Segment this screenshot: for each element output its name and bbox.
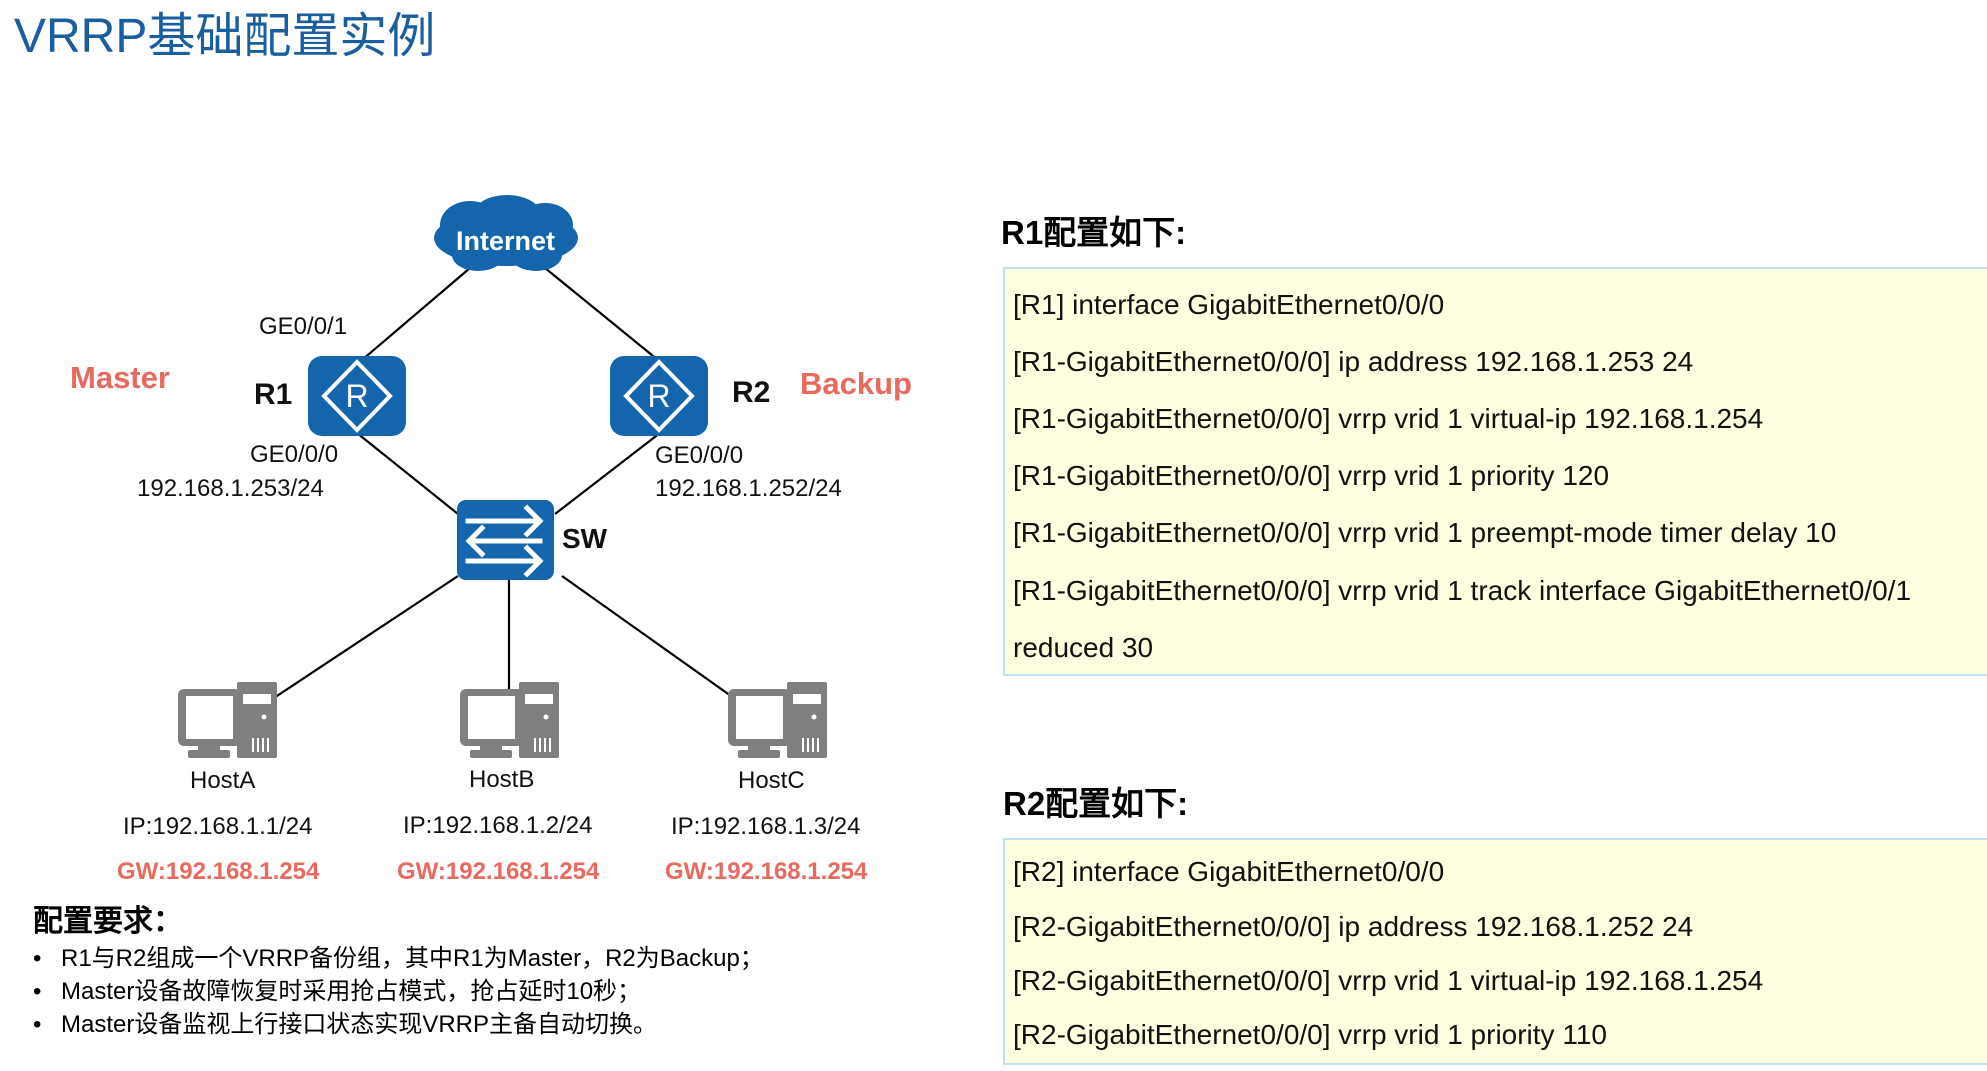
config-line: [R2-GigabitEthernet0/0/0] vrrp vrid 1 pr…	[1013, 1019, 1607, 1050]
config-line: [R1] interface GigabitEthernet0/0/0	[1013, 289, 1445, 320]
host-a-gateway: GW:192.168.1.254	[117, 858, 320, 885]
router-r1-icon[interactable]: R	[308, 356, 406, 436]
svg-text:R: R	[647, 378, 670, 414]
r2-name-label: R2	[732, 376, 771, 409]
requirement-text: Master设备故障恢复时采用抢占模式，抢占延时10秒；	[61, 978, 642, 1005]
config-line: [R1-GigabitEthernet0/0/0] vrrp vrid 1 vi…	[1013, 403, 1764, 434]
host-c-name: HostC	[738, 767, 805, 794]
requirement-text: R1与R2组成一个VRRP备份组，其中R1为Master，R2为Backup；	[61, 945, 764, 972]
config-line: [R2-GigabitEthernet0/0/0] vrrp vrid 1 vi…	[1013, 965, 1764, 996]
config-line: [R1-GigabitEthernet0/0/0] vrrp vrid 1 tr…	[1013, 575, 1912, 606]
r1-downlink-ip-label: 192.168.1.253/24	[137, 475, 324, 502]
r2-role-label: Backup	[800, 366, 912, 401]
host-b-name: HostB	[469, 766, 535, 793]
switch-sw-icon[interactable]	[457, 500, 554, 580]
config-line: reduced 30	[1013, 632, 1154, 663]
r1-name-label: R1	[254, 378, 293, 411]
requirement-item: • Master设备监视上行接口状态实现VRRP主备自动切换。	[33, 1004, 657, 1039]
link-internet-r1	[361, 267, 471, 361]
host-b-gateway: GW:192.168.1.254	[397, 858, 600, 885]
requirement-item: • R1与R2组成一个VRRP备份组，其中R1为Master，R2为Backup；	[33, 938, 764, 973]
internet-cloud-icon	[434, 195, 578, 271]
host-pc-icon	[728, 682, 827, 758]
network-topology-diagram: R R	[178, 195, 827, 758]
internet-label: Internet	[456, 226, 556, 256]
host-a-ip: IP:192.168.1.1/24	[123, 813, 313, 840]
bullet-icon: •	[33, 978, 42, 1005]
r1-role-label: Master	[70, 360, 170, 395]
svg-text:R: R	[345, 378, 368, 414]
r2-config-title: R2配置如下:	[1003, 785, 1189, 822]
r1-config-title: R1配置如下:	[1001, 214, 1187, 251]
r1-uplink-interface-label: GE0/0/1	[259, 313, 348, 340]
bullet-icon: •	[33, 1011, 42, 1038]
link-r2-sw	[554, 432, 661, 515]
link-r1-sw	[356, 432, 459, 515]
config-line: [R2] interface GigabitEthernet0/0/0	[1013, 856, 1445, 887]
config-line: [R1-GigabitEthernet0/0/0] ip address 192…	[1013, 346, 1694, 377]
config-line: [R1-GigabitEthernet0/0/0] vrrp vrid 1 pr…	[1013, 517, 1837, 548]
config-line: [R2-GigabitEthernet0/0/0] ip address 192…	[1013, 911, 1694, 942]
bullet-icon: •	[33, 945, 42, 972]
host-a-name: HostA	[190, 767, 256, 794]
r2-downlink-ip-label: 192.168.1.252/24	[655, 475, 842, 502]
host-c-ip: IP:192.168.1.3/24	[671, 813, 861, 840]
router-r2-icon[interactable]: R	[610, 356, 708, 436]
r2-downlink-interface-label: GE0/0/0	[655, 442, 744, 469]
host-pc-icon	[178, 682, 277, 758]
requirement-text: Master设备监视上行接口状态实现VRRP主备自动切换。	[61, 1011, 658, 1038]
slide-title: VRRP基础配置实例	[14, 10, 436, 63]
link-internet-r2	[544, 267, 659, 361]
host-pc-icon	[460, 682, 559, 758]
requirements-title: 配置要求：	[33, 905, 183, 938]
host-b-ip: IP:192.168.1.2/24	[403, 812, 593, 839]
switch-name-label: SW	[562, 523, 608, 554]
r1-downlink-interface-label: GE0/0/0	[250, 441, 339, 468]
requirement-item: • Master设备故障恢复时采用抢占模式，抢占延时10秒；	[33, 971, 641, 1006]
r2-config-box: [R2] interface GigabitEthernet0/0/0 [R2-…	[1003, 838, 1987, 1065]
host-c-gateway: GW:192.168.1.254	[665, 858, 868, 885]
config-line: [R1-GigabitEthernet0/0/0] vrrp vrid 1 pr…	[1013, 460, 1610, 491]
r1-config-box: [R1] interface GigabitEthernet0/0/0 [R1-…	[1003, 267, 1987, 676]
